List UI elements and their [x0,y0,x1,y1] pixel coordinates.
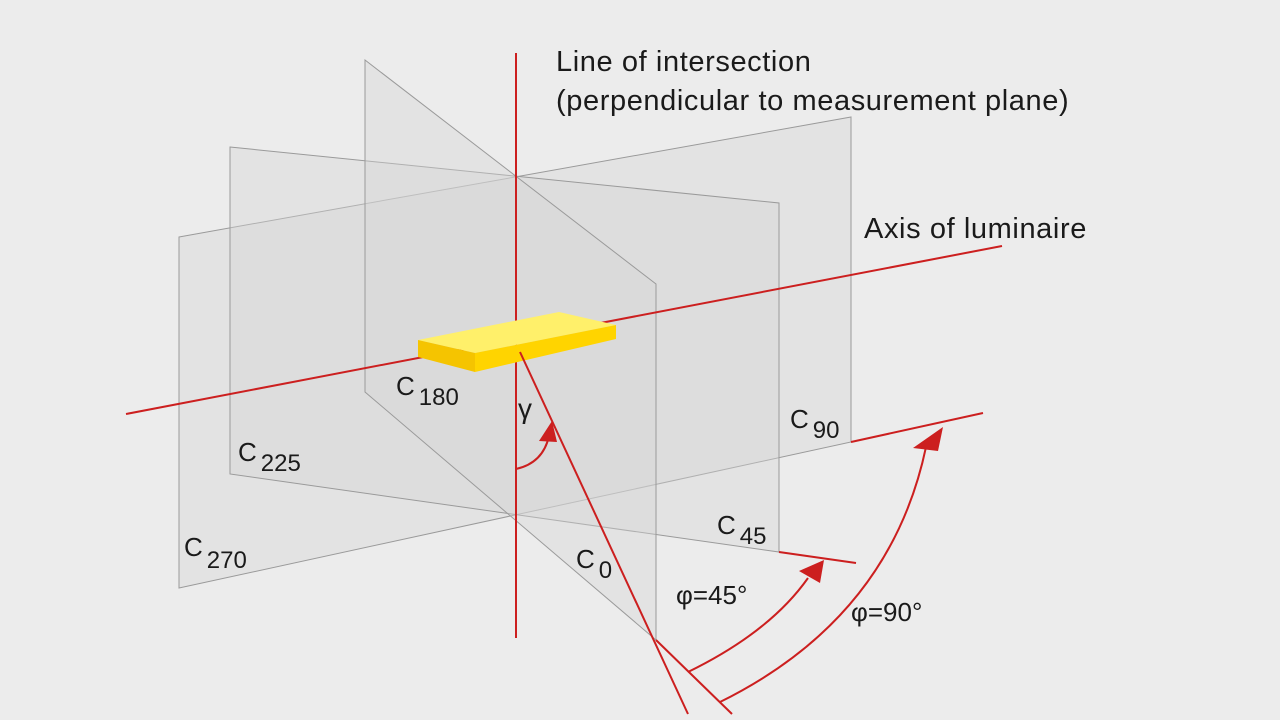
phi-90-label: φ=90° [851,597,922,627]
gamma-direction-line [519,351,689,715]
phi-45-arc [687,577,809,673]
luminaire-end-face [418,340,475,372]
phi-90-arc [719,446,927,703]
c90-extension-line [850,412,984,443]
c45-extension-line [778,551,857,564]
luminaire [418,312,616,372]
luminaire-axis-label: Axis of luminaire [864,213,1087,245]
luminaire-top-face [418,312,616,353]
intersection-line-label-1: Line of intersection [556,46,811,78]
intersection-line-label-2: (perpendicular to measurement plane) [556,85,1069,117]
phi-45-arrowhead [799,560,824,583]
gamma-arrowhead [539,421,557,442]
gamma-label: γ [518,393,532,424]
phi-90-arrowhead [913,427,943,451]
phi-45-label: φ=45° [676,580,747,610]
luminaire-front-face [475,325,616,372]
c0-extension-line [655,639,733,715]
